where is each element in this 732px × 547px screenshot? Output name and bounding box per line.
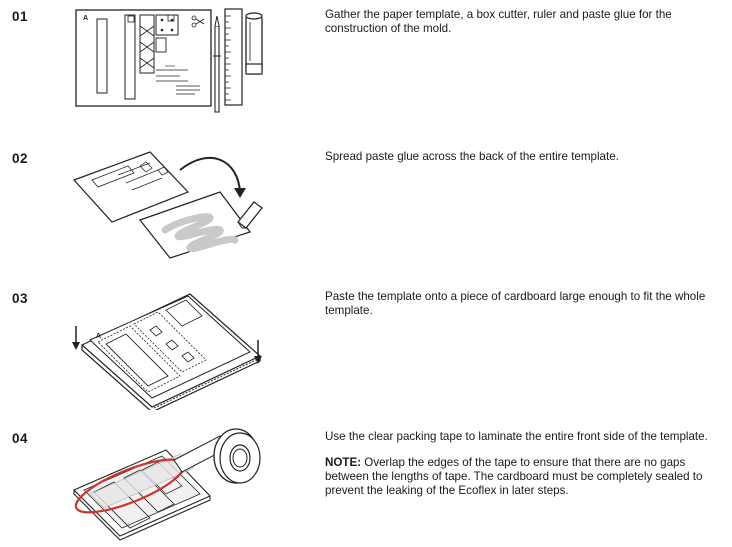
- step-number: 02: [12, 151, 29, 166]
- template-label: A: [96, 333, 101, 340]
- template-label: A: [83, 15, 88, 22]
- step-number: 04: [12, 431, 29, 446]
- step-number: 03: [12, 291, 29, 306]
- step-description-block: Use the clear packing tape to laminate t…: [325, 430, 725, 510]
- tape-laminate-icon: [70, 424, 270, 546]
- step-description: Spread paste glue across the back of the…: [325, 150, 619, 163]
- step-number: 01: [12, 9, 29, 24]
- step-note: NOTE: Overlap the edges of the tape to e…: [325, 456, 725, 498]
- template-tools-icon: A: [70, 6, 270, 118]
- note-label: NOTE:: [325, 456, 362, 469]
- paste-on-cardboard-icon: A: [70, 290, 270, 410]
- step-description: Paste the template onto a piece of cardb…: [325, 290, 706, 317]
- step-description: Use the clear packing tape to laminate t…: [325, 430, 708, 443]
- step-description: Gather the paper template, a box cutter,…: [325, 8, 672, 35]
- glue-spread-icon: [70, 150, 270, 260]
- note-text: Overlap the edges of the tape to ensure …: [325, 456, 703, 497]
